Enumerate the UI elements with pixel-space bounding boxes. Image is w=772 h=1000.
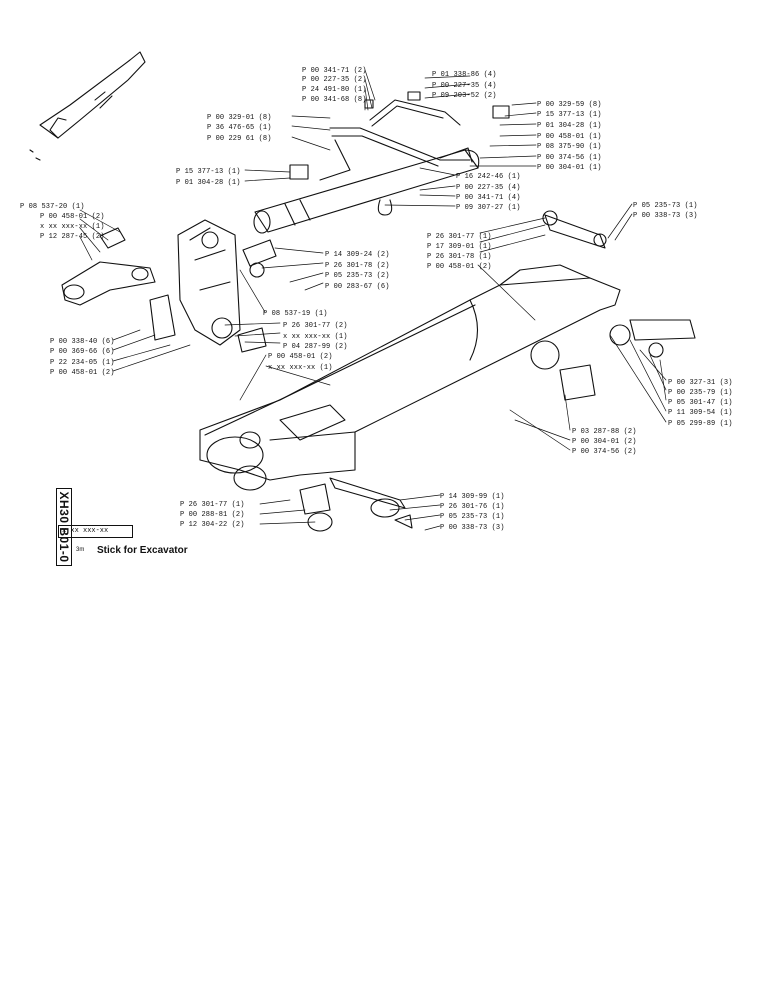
callout-label: P 00 235-79 (1) (668, 389, 733, 397)
callout-label: P 26 301-76 (1) (440, 503, 505, 511)
callout-label: P 05 301-47 (1) (668, 399, 733, 407)
callout-label: P 01 304-28 (1) (176, 179, 241, 187)
callout-label: P 00 327-31 (3) (668, 379, 733, 387)
pins-and-bushings (237, 210, 696, 532)
callout-label: P 14 309-99 (1) (440, 493, 505, 501)
callout-label: P 00 329-59 (8) (537, 101, 602, 109)
callout-label: P 05 299-89 (1) (668, 420, 733, 428)
hydraulic-pipes (289, 91, 510, 181)
callout-label: P 08 375-90 (1) (537, 143, 602, 151)
drawing-code-box: XH30 B01-0 (56, 488, 72, 566)
callout-label: P 15 377-13 (1) (176, 168, 241, 176)
callout-label: P 00 329-01 (8) (207, 114, 272, 122)
callout-label: P 00 338-73 (3) (440, 524, 505, 532)
callout-label: P 00 458-01 (2) (50, 369, 115, 377)
callout-label: P 05 235-73 (1) (440, 513, 505, 521)
callout-label: P 00 288-81 (2) (180, 511, 245, 519)
hydraulic-cylinder (253, 147, 480, 234)
callout-label: P 26 301-78 (1) (427, 253, 492, 261)
callout-label: P 08 537-20 (1) (20, 203, 85, 211)
callout-label: P 03 287-88 (2) (572, 428, 637, 436)
callout-label: P 26 301-77 (1) (180, 501, 245, 509)
callout-label: P 00 338-73 (3) (633, 212, 698, 220)
callout-label: P 00 458-01 (1) (537, 133, 602, 141)
callout-label: P 00 304-01 (1) (537, 164, 602, 172)
callout-label: x xx xxx-xx (1) (268, 364, 333, 372)
linkage-arm (61, 227, 156, 306)
callout-label: P 12 287-45 (2) (40, 233, 105, 241)
callout-label: P 00 341-68 (8) (302, 96, 367, 104)
callout-label: P 09 307-27 (1) (456, 204, 521, 212)
callout-label: P 00 458-01 (2) (268, 353, 333, 361)
callout-label: P 00 227-35 (2) (302, 76, 367, 84)
callout-label: P 14 309-24 (2) (325, 251, 390, 259)
part-number-box: x xx xxx-xx (58, 525, 133, 538)
callout-label: P 22 234-05 (1) (50, 359, 115, 367)
callout-label: P 11 309-54 (1) (668, 409, 733, 417)
link-bracket (149, 219, 241, 346)
callout-label: P 05 235-73 (2) (325, 272, 390, 280)
callout-label: P 00 283-67 (6) (325, 283, 390, 291)
callout-label: x xx xxx-xx (1) (40, 223, 105, 231)
callout-label: P 00 374-56 (1) (537, 154, 602, 162)
callout-label: P 09 203-52 (2) (432, 92, 497, 100)
callout-label: P 12 304-22 (2) (180, 521, 245, 529)
callout-label: P 00 369-66 (6) (50, 348, 115, 356)
callout-label: P 26 301-77 (2) (283, 322, 348, 330)
callout-label: P 00 458-01 (2) (427, 263, 492, 271)
callout-label: P 00 229 61 (8) (207, 135, 272, 143)
callout-label: P 36 476-65 (1) (207, 124, 272, 132)
callout-label: P 00 338-40 (6) (50, 338, 115, 346)
callout-label: P 00 227-35 (4) (432, 82, 497, 90)
callout-label: P 26 301-78 (2) (325, 262, 390, 270)
callout-label: P 24 491-80 (1) (302, 86, 367, 94)
unit-mark: 3m (76, 547, 85, 553)
leader-lines (79, 69, 667, 531)
callout-label: P 00 458-01 (2) (40, 213, 105, 221)
callout-label: P 01 304-28 (1) (537, 122, 602, 130)
stick-body (199, 264, 621, 491)
callout-label: P 17 309-01 (1) (427, 243, 492, 251)
drawing-title: Stick for Excavator (97, 545, 188, 556)
callout-label: P 04 287-99 (2) (283, 343, 348, 351)
callout-label: P 00 341-71 (4) (456, 194, 521, 202)
callout-label: P 05 235-73 (1) (633, 202, 698, 210)
callout-label: P 26 301-77 (1) (427, 233, 492, 241)
callout-label: P 08 537-19 (1) (263, 310, 328, 318)
callout-label: P 16 242-46 (1) (456, 173, 521, 181)
callout-label: P 00 374-56 (2) (572, 448, 637, 456)
callout-label: P 00 304-01 (2) (572, 438, 637, 446)
callout-label: P 01 338-86 (4) (432, 71, 497, 79)
callout-label: P 00 341-71 (2) (302, 67, 367, 75)
callout-label: P 00 227-35 (4) (456, 184, 521, 192)
callout-label: x xx xxx-xx (1) (283, 333, 348, 341)
bucket-tooth-detail (29, 51, 146, 161)
callout-label: P 15 377-13 (1) (537, 111, 602, 119)
